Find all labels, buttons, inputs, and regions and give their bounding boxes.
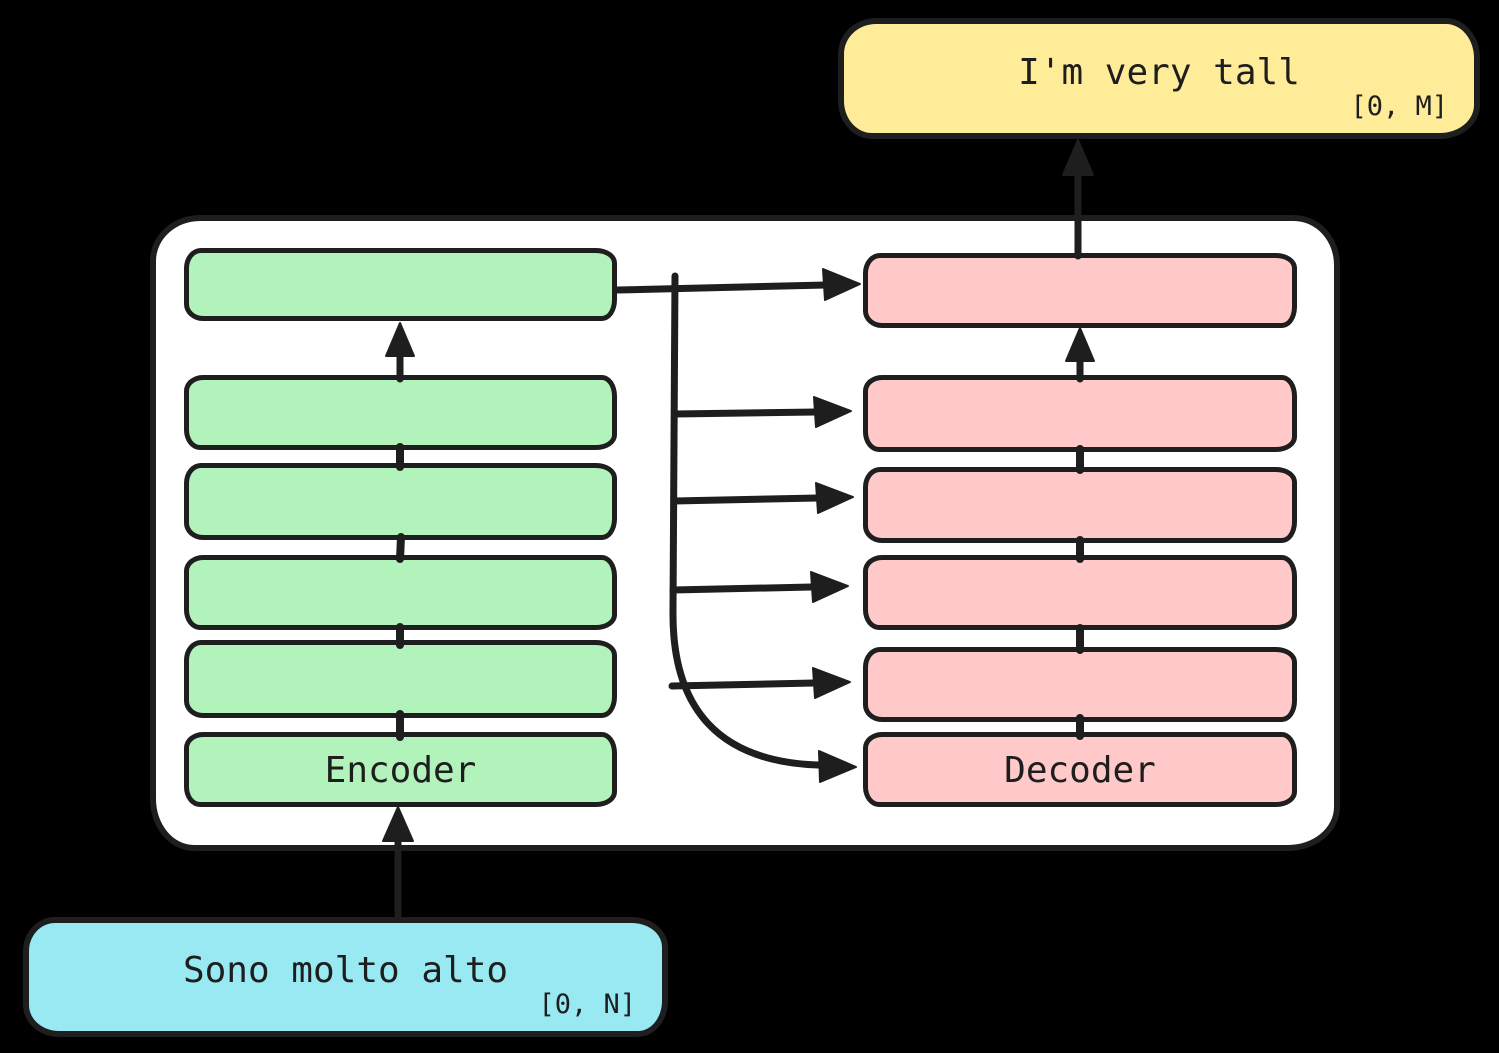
arrow-trunk-to-decoder-layer-3: [669, 571, 849, 603]
input-sentence-text: Sono molto alto: [182, 950, 509, 991]
connector-encoder-3-4: [396, 533, 405, 563]
encoder-layer-6: [184, 248, 617, 321]
arrow-decoder-top: [1065, 327, 1095, 383]
arrow-trunk-to-decoder-layer-5: [671, 396, 852, 428]
arrow-trunk-to-decoder-base: [669, 272, 857, 783]
output-index-range: [0, M]: [1350, 91, 1448, 122]
arrow-trunk-to-decoder-layer-2: [668, 667, 851, 699]
input-index-range: [0, N]: [538, 989, 636, 1020]
arrow-decoder-to-output: [1062, 139, 1094, 260]
arrow-encoder-to-decoder-top: [614, 268, 861, 301]
encoder-label: Encoder: [324, 749, 477, 791]
output-sentence-box: I'm very tall [0, M]: [838, 18, 1480, 139]
encoder-base-layer: Encoder: [184, 732, 617, 807]
arrow-trunk-to-decoder-layer-4: [670, 482, 854, 514]
input-sentence-box: Sono molto alto [0, N]: [23, 917, 668, 1037]
decoder-label: Decoder: [1004, 749, 1156, 791]
decoder-base-layer: Decoder: [863, 732, 1297, 807]
arrow-input-to-encoder: [382, 806, 414, 920]
output-sentence-text: I'm very tall: [1018, 51, 1300, 93]
arrow-encoder-top: [385, 322, 415, 383]
